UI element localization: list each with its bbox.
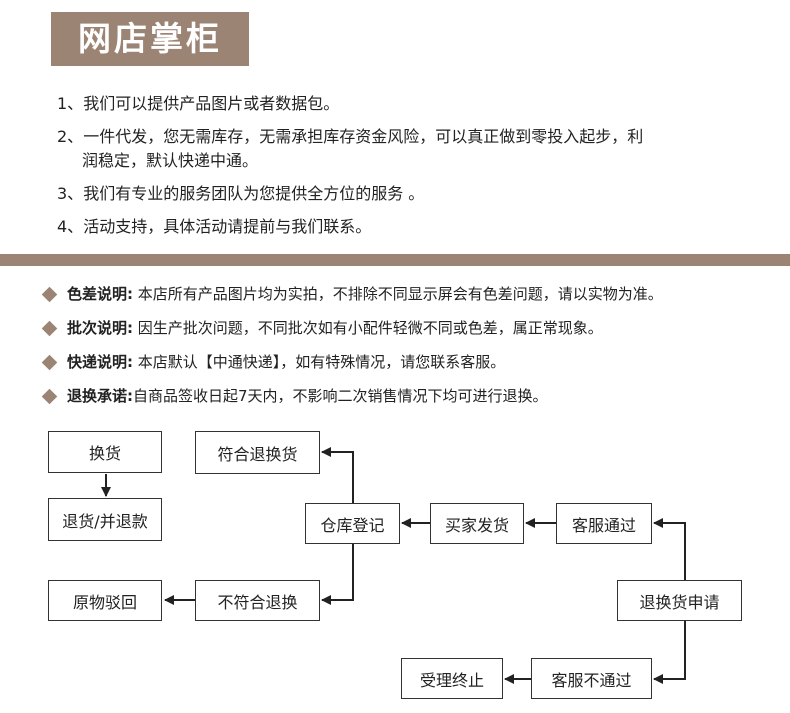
arrow-warehouse-unqualified xyxy=(321,544,354,605)
intro-text: 活动支持，具体活动请提前与我们联系。 xyxy=(83,217,372,236)
intro-num: 1、 xyxy=(57,94,84,113)
flow-box-buyer-ship: 买家发货 xyxy=(430,503,524,544)
arrow-apply-reject xyxy=(653,621,686,684)
note-shipping: 快递说明: 本店默认【中通快递】，如有特殊情况，请您联系客服。 xyxy=(41,350,782,384)
intro-text-cont: 润稳定，默认快递中通。 xyxy=(82,151,259,170)
intro-list: 1、我们可以提供产品图片或者数据包。 2、一件代发，您无需库存，无需承担库存资金… xyxy=(57,92,757,248)
intro-num: 4、 xyxy=(57,217,84,236)
note-color-diff: 色差说明: 本店所有产品图片均为实拍，不排除不同显示屏会有色差问题，请以实物为准… xyxy=(41,282,782,316)
intro-item-2: 2、一件代发，您无需库存，无需承担库存资金风险，可以真正做到零投入起步，利 润稳… xyxy=(57,125,757,173)
flow-box-refund: 退货/并退款 xyxy=(48,498,162,541)
note-return-promise: 退换承诺:自商品签收日起7天内，不影响二次销售情况下均可进行退换。 xyxy=(41,384,782,418)
note-text: 本店所有产品图片均为实拍，不排除不同显示屏会有色差问题，请以实物为准。 xyxy=(133,285,663,303)
intro-item-4: 4、活动支持，具体活动请提前与我们联系。 xyxy=(57,215,757,239)
section-divider xyxy=(0,254,790,266)
note-label: 批次说明: xyxy=(67,319,133,337)
note-label: 色差说明: xyxy=(67,285,133,303)
note-text: 本店默认【中通快递】，如有特殊情况，请您联系客服。 xyxy=(133,353,506,371)
arrow-warehouse-qualified xyxy=(321,447,354,503)
flow-box-qualified: 符合退换货 xyxy=(195,431,320,474)
intro-text: 我们可以提供产品图片或者数据包。 xyxy=(83,94,340,113)
intro-item-1: 1、我们可以提供产品图片或者数据包。 xyxy=(57,92,757,116)
flow-box-exchange: 换货 xyxy=(48,431,162,473)
page-title: 网店掌柜 xyxy=(51,12,249,66)
flow-box-return-orig: 原物驳回 xyxy=(48,580,162,621)
intro-text: 我们有专业的服务团队为您提供全方位的服务 。 xyxy=(83,184,425,203)
flow-box-terminate: 受理终止 xyxy=(401,658,503,699)
note-label: 退换承诺: xyxy=(67,387,133,405)
flow-box-unqualified: 不符合退换 xyxy=(195,580,320,621)
flow-box-apply: 退换货申请 xyxy=(617,580,742,621)
intro-num: 2、 xyxy=(57,127,84,146)
note-batch: 批次说明: 因生产批次问题，不同批次如有小配件轻微不同或色差，属正常现象。 xyxy=(41,316,782,350)
notes-list: 色差说明: 本店所有产品图片均为实拍，不排除不同显示屏会有色差问题，请以实物为准… xyxy=(41,282,782,418)
flow-box-warehouse: 仓库登记 xyxy=(305,503,400,544)
note-label: 快递说明: xyxy=(67,353,133,371)
flow-box-cs-reject: 客服不通过 xyxy=(531,658,652,699)
intro-num: 3、 xyxy=(57,184,84,203)
intro-item-3: 3、我们有专业的服务团队为您提供全方位的服务 。 xyxy=(57,182,757,206)
note-text: 因生产批次问题，不同批次如有小配件轻微不同或色差，属正常现象。 xyxy=(133,319,603,337)
intro-text: 一件代发，您无需库存，无需承担库存资金风险，可以真正做到零投入起步，利 xyxy=(83,127,644,146)
arrow-apply-pass xyxy=(653,518,686,580)
flow-box-cs-pass: 客服通过 xyxy=(556,503,652,544)
note-text: 自商品签收日起7天内，不影响二次销售情况下均可进行退换。 xyxy=(133,387,548,405)
